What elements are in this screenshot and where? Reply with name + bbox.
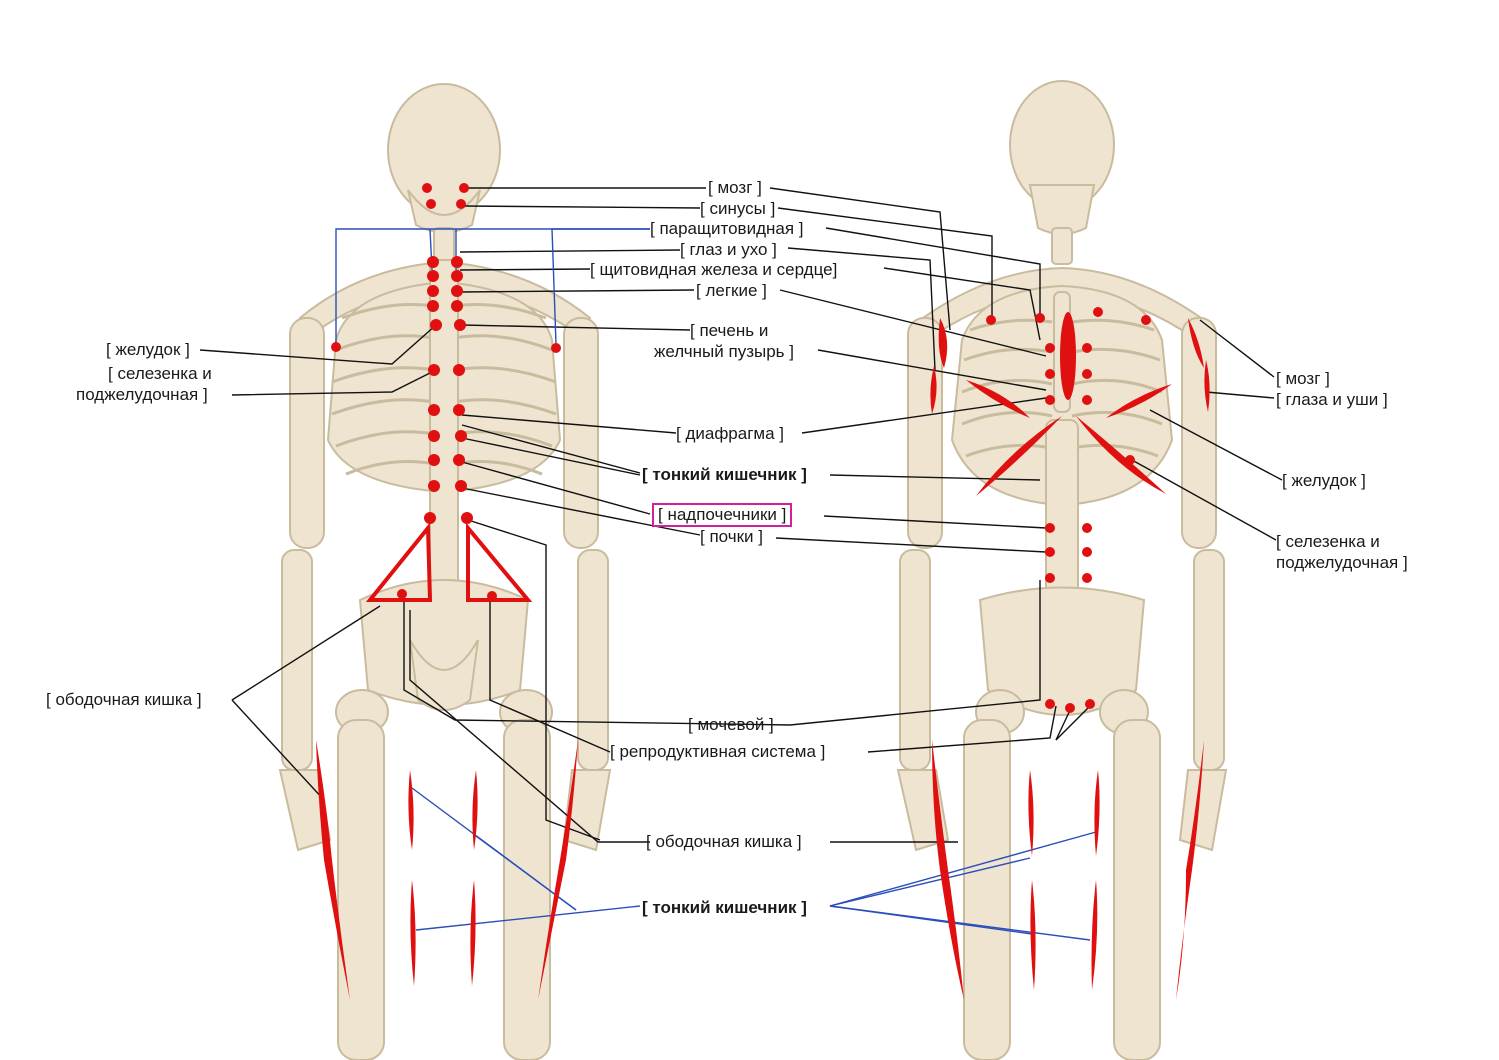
label-diafragma: [ диафрагма ] <box>676 424 785 443</box>
label-selezenka-left-2: поджелудочная ] <box>76 385 208 404</box>
label-legkie: [ легкие ] <box>696 281 767 300</box>
label-obodochnaya-center: [ ободочная кишка ] <box>646 832 802 851</box>
label-selezenka-right-1: [ селезенка и <box>1276 532 1380 551</box>
label-selezenka-left-1: [ селезенка и <box>108 364 212 383</box>
label-mozg-right: [ мозг ] <box>1276 369 1330 388</box>
blue-leader-lines <box>335 228 1097 941</box>
colon-triangles <box>365 522 533 602</box>
label-pechen-1: [ печень и <box>690 321 769 340</box>
label-obodochnaya-left: [ ободочная кишка ] <box>46 690 202 709</box>
label-sinusy: [ синусы ] <box>700 199 776 218</box>
label-mozg: [ мозг ] <box>708 178 762 197</box>
label-pochki: [ почки ] <box>700 527 763 546</box>
label-selezenka-right-2: поджелудочная ] <box>1276 553 1408 572</box>
reflex-points <box>316 183 1210 1000</box>
label-zheludok-left: [ желудок ] <box>106 340 190 359</box>
label-pechen-2: желчный пузырь ] <box>654 342 794 361</box>
front-skeleton <box>896 80 1228 1060</box>
leader-lines <box>199 187 1283 843</box>
label-mochevoy: [ мочевой ] <box>688 715 774 734</box>
label-tonkiy-kishechnik-upper: [ тонкий кишечник ] <box>642 465 807 484</box>
label-glaz-i-ukho: [ глаз и ухо ] <box>680 240 777 259</box>
back-skeleton <box>278 83 612 1060</box>
label-tonkiy-kishechnik-lower: [ тонкий кишечник ] <box>642 898 807 917</box>
label-zheludok-right: [ желудок ] <box>1282 471 1366 490</box>
label-nadpochechniki: [ надпочечники ] <box>652 503 793 527</box>
label-reproduktivnaya: [ репродуктивная система ] <box>610 742 826 761</box>
label-glaza-i-ushi: [ глаза и уши ] <box>1276 390 1388 409</box>
label-shchitovidnaya: [ щитовидная железа и сердце] <box>590 260 838 279</box>
label-parashchitovidnaya: [ паращитовидная ] <box>650 219 804 238</box>
